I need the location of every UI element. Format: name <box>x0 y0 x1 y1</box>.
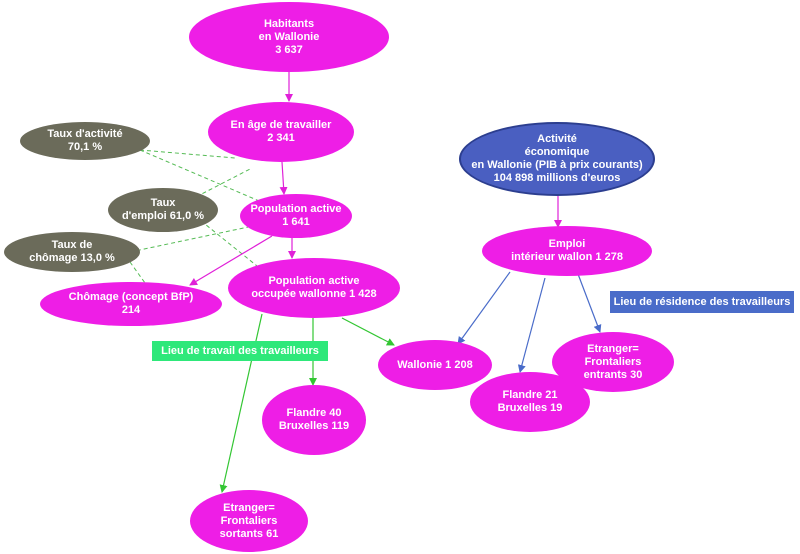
node-line: Chômage (concept BfP) <box>68 291 194 303</box>
node-line: Activité <box>537 133 577 145</box>
node-chomage: Chômage (concept BfP)214 <box>40 282 222 326</box>
node-line: Emploi <box>548 238 586 250</box>
node-line: économique <box>524 146 590 158</box>
node-line: Etranger= <box>223 501 275 514</box>
arrow-emploi-etranger <box>577 273 602 333</box>
node-line: en Wallonie <box>258 30 320 43</box>
node-line: 70,1 % <box>67 141 103 153</box>
label-lieu-residence: Lieu de résidence des travailleurs <box>610 291 794 313</box>
node-line: Flandre 40 <box>286 407 342 419</box>
node-line: Wallonie 1 208 <box>397 358 473 371</box>
node-line: 1 641 <box>282 216 310 228</box>
dash-taux-emploi-age <box>189 167 253 201</box>
node-line: Population active <box>250 203 342 215</box>
node-line: intérieur wallon 1 278 <box>511 251 623 263</box>
node-line: occupée wallonne 1 428 <box>251 288 377 300</box>
node-line: sortants 61 <box>219 527 279 540</box>
node-line: 214 <box>121 304 141 316</box>
node-line: Taux de <box>51 239 93 251</box>
node-line: Etranger= <box>587 342 639 355</box>
arrow-emploi-flandre <box>517 277 546 373</box>
arrow-emploi-wallonie <box>457 271 511 345</box>
node-line: Taux <box>150 197 176 209</box>
node-line: Habitants <box>263 17 315 30</box>
node-line: d'emploi 61,0 % <box>121 210 205 222</box>
node-line: entrants 30 <box>583 368 643 381</box>
dash-taux-activite-popactive <box>139 149 286 213</box>
node-line: Taux d'activité <box>47 128 123 140</box>
arrow-occupee-wallonie <box>341 317 395 346</box>
node-line: Bruxelles 19 <box>497 402 563 414</box>
arrow-age-popactive <box>279 161 288 195</box>
node-line: en Wallonie (PIB à prix courants) <box>471 159 643 171</box>
node-line: 2 341 <box>267 132 295 144</box>
label-lieu-travail: Lieu de travail des travailleurs <box>152 341 328 361</box>
node-line: En âge de travailler <box>230 119 332 131</box>
node-line: Frontaliers <box>220 514 278 527</box>
node-wallonie: Wallonie 1 208 <box>378 340 492 390</box>
node-line: 104 898 millions d'euros <box>493 172 621 184</box>
node-line: chômage 13,0 % <box>29 252 115 264</box>
node-line: Population active <box>268 275 360 287</box>
node-line: Frontaliers <box>584 355 642 368</box>
node-line: Bruxelles 119 <box>278 420 350 432</box>
node-line: 3 637 <box>275 43 303 56</box>
arrow-popactive-chomage <box>189 235 273 286</box>
dash-taux-activite-age <box>139 149 236 159</box>
node-line: Flandre 21 <box>502 389 558 401</box>
